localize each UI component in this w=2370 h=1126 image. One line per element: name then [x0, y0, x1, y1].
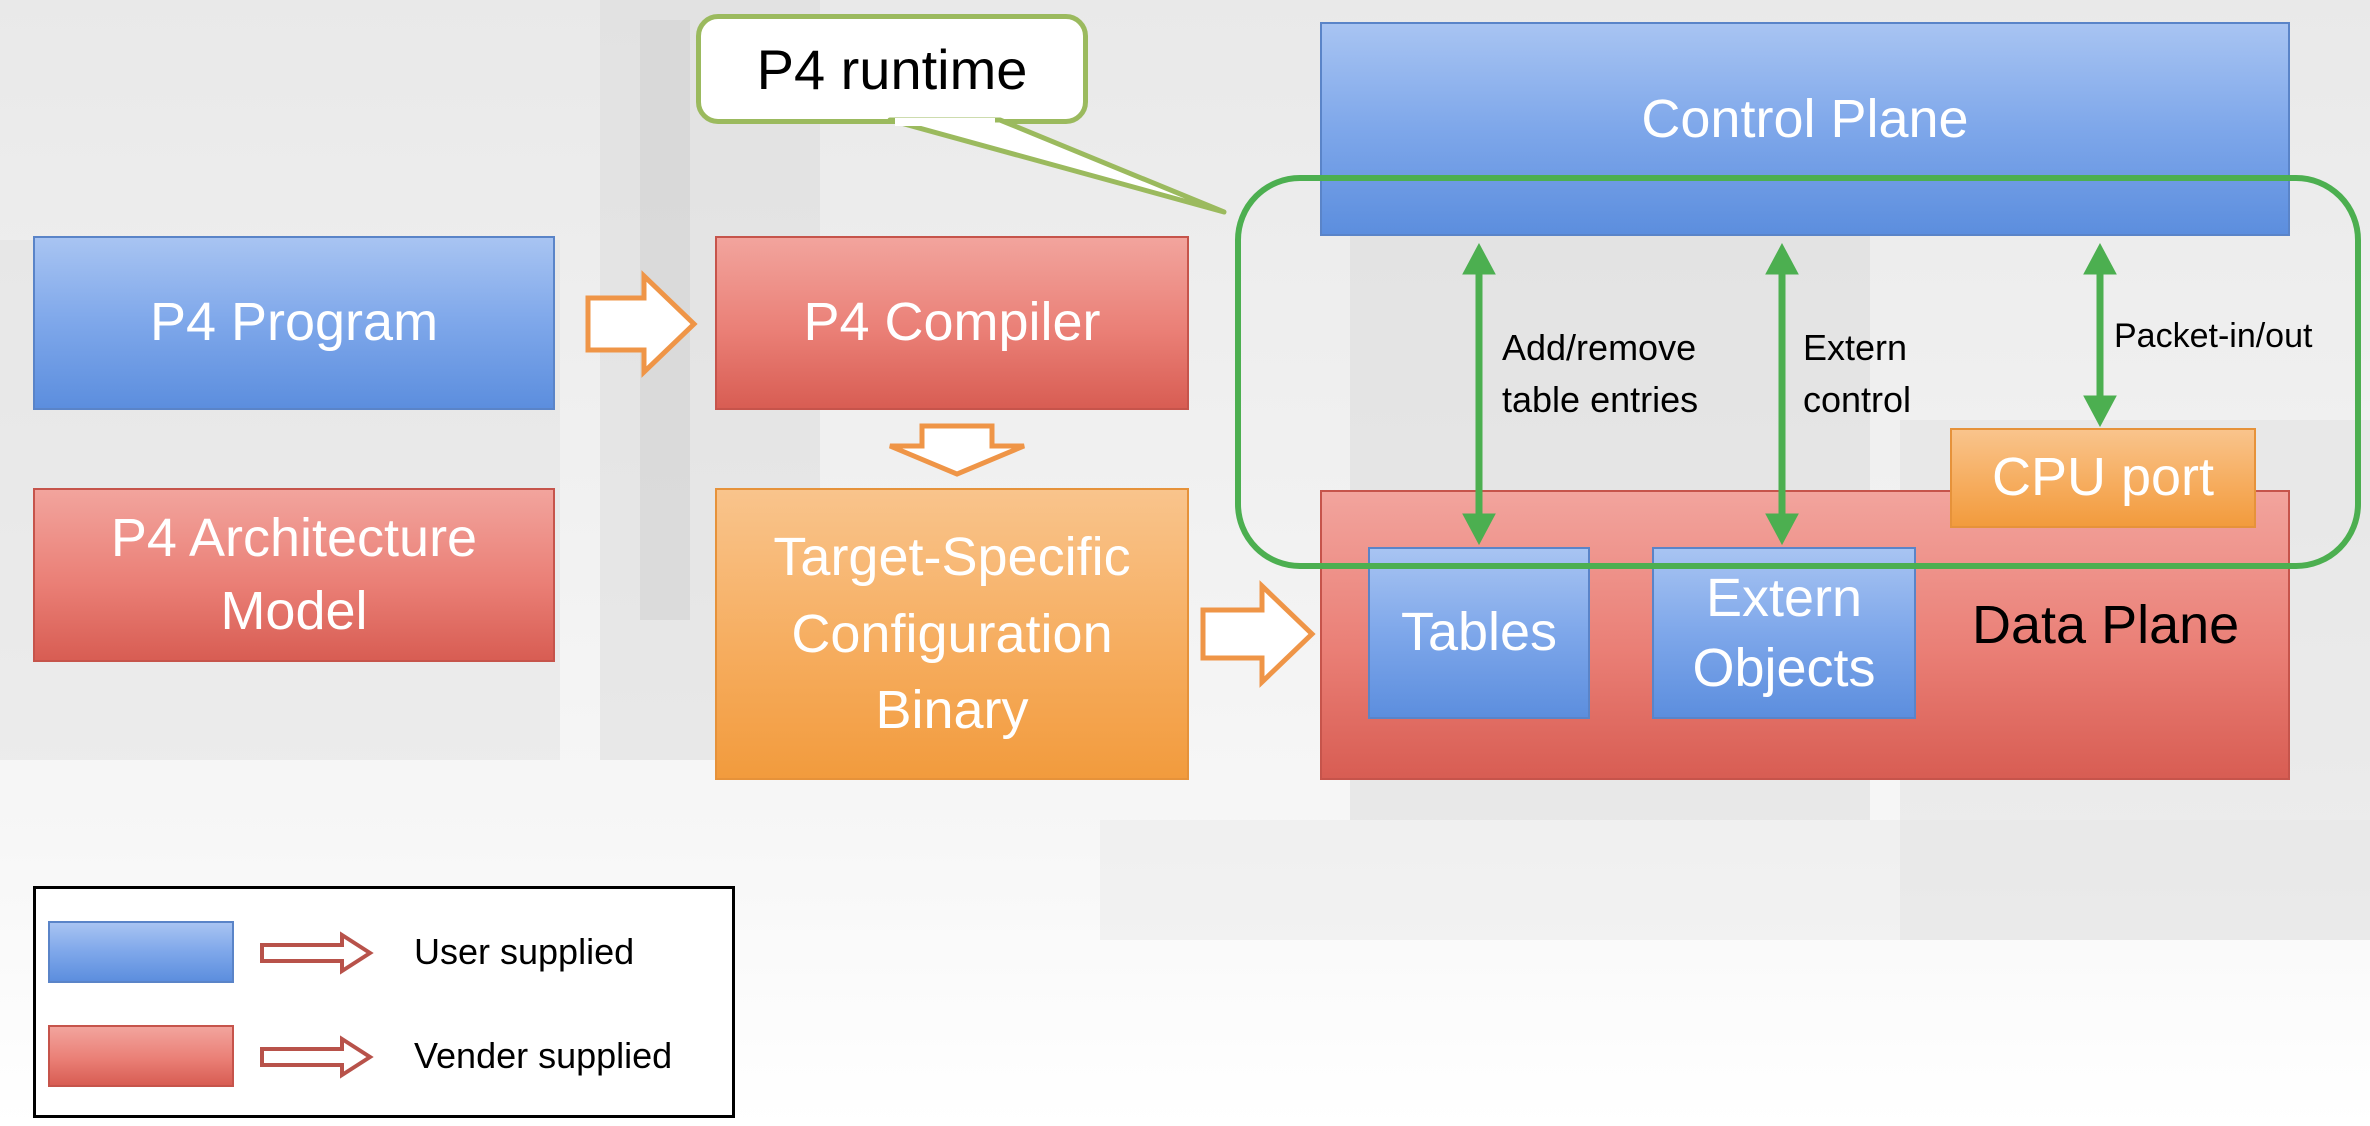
- target-binary-line1: Target-Specific: [773, 526, 1131, 587]
- data-plane-label: Data Plane: [1972, 595, 2240, 655]
- extern-control-label: Extern control: [1803, 322, 1911, 426]
- p4-architecture-line2: Model: [220, 581, 368, 641]
- p4-compiler-label: P4 Compiler: [803, 292, 1101, 353]
- cpu-port-label: CPU port: [1991, 447, 2215, 508]
- legend-label-user: User supplied: [414, 931, 635, 972]
- p4-compiler-box: P4 Compiler: [715, 236, 1189, 410]
- legend-swatch-user: [48, 921, 234, 983]
- target-binary-line2: Configuration: [791, 603, 1113, 664]
- add-remove-line2: table entries: [1502, 379, 1699, 421]
- p4-architecture-model-box: P4 Architecture Model: [33, 488, 555, 662]
- extern-objects-line2: Objects: [1692, 638, 1876, 698]
- target-binary-line3: Binary: [875, 680, 1029, 741]
- control-plane-box: Control Plane: [1320, 22, 2290, 236]
- p4-program-box: P4 Program: [33, 236, 555, 410]
- control-plane-label: Control Plane: [1641, 89, 1969, 150]
- extern-control-line2: control: [1803, 379, 1912, 421]
- target-binary-box: Target-Specific Configuration Binary: [715, 488, 1189, 780]
- extern-control-line1: Extern: [1803, 327, 1908, 368]
- legend-arrow-vender: [260, 1035, 374, 1079]
- add-remove-line1: Add/remove: [1502, 327, 1697, 368]
- p4-runtime-label: P4 runtime: [756, 37, 1028, 101]
- legend: User supplied Vender supplied: [33, 886, 735, 1118]
- extern-objects-line1: Extern: [1705, 567, 1863, 628]
- packet-in-out-label: Packet-in/out: [2114, 317, 2313, 355]
- p4-program-label: P4 Program: [149, 292, 439, 353]
- add-remove-table-entries-label: Add/remove table entries: [1502, 322, 1698, 426]
- legend-arrow-user: [260, 931, 374, 975]
- extern-objects-box: Extern Objects: [1652, 547, 1916, 719]
- p4-runtime-callout: P4 runtime: [696, 14, 1088, 124]
- p4-architecture-line1: P4 Architecture: [110, 508, 478, 569]
- cpu-port-box: CPU port: [1950, 428, 2256, 528]
- legend-label-vender: Vender supplied: [414, 1035, 673, 1076]
- tables-label: Tables: [1400, 602, 1558, 663]
- tables-box: Tables: [1368, 547, 1590, 719]
- legend-swatch-vender: [48, 1025, 234, 1087]
